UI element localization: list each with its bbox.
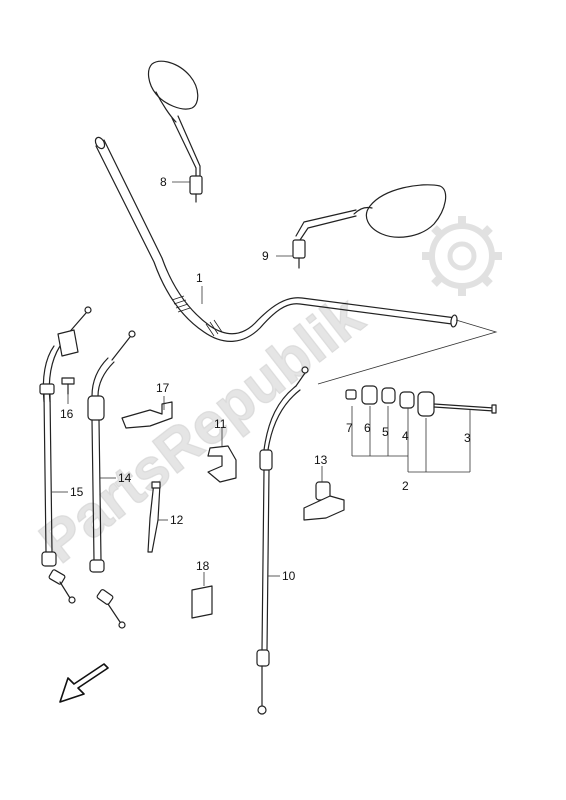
part-12-tie — [147, 481, 161, 553]
part-2-balancer-set — [317, 319, 498, 417]
part-11-clamp — [207, 445, 237, 483]
callout-3: 3 — [464, 431, 471, 445]
callout-13: 13 — [314, 453, 328, 467]
part-3-weight — [417, 391, 435, 417]
front-direction-arrow-icon — [59, 663, 109, 703]
part-8-left-mirror — [147, 60, 203, 203]
watermark-text: PartsRepublik — [28, 283, 376, 575]
part-6-spacer — [361, 385, 378, 405]
part-14-cable — [87, 330, 136, 629]
callout-14: 14 — [118, 471, 132, 485]
gear-icon — [422, 216, 502, 296]
callout-17: 17 — [156, 381, 170, 395]
part-18-label — [191, 585, 213, 619]
part-9-right-mirror — [292, 184, 447, 269]
leader-lines — [52, 181, 471, 586]
callout-10: 10 — [282, 569, 296, 583]
part-16-bolt — [61, 377, 75, 395]
callout-6: 6 — [364, 421, 371, 435]
callouts: 1 8 9 7 6 5 4 3 2 17 11 13 12 14 15 16 1… — [60, 175, 471, 583]
callout-2: 2 — [402, 479, 409, 493]
callout-18: 18 — [196, 559, 210, 573]
callout-8: 8 — [160, 175, 167, 189]
part-1-handlebar — [94, 136, 458, 342]
part-7-screw — [345, 389, 357, 400]
callout-1: 1 — [196, 271, 203, 285]
callout-4: 4 — [402, 429, 409, 443]
callout-16: 16 — [60, 407, 74, 421]
callout-15: 15 — [70, 485, 84, 499]
part-5-spacer — [381, 387, 396, 404]
callout-5: 5 — [382, 425, 389, 439]
callout-11: 11 — [214, 417, 227, 431]
part-15-cable — [39, 306, 92, 604]
part-10-cable — [256, 366, 309, 715]
callout-12: 12 — [170, 513, 184, 527]
part-4-spacer — [399, 391, 415, 409]
part-17-clamp — [121, 401, 173, 429]
callout-7: 7 — [346, 421, 353, 435]
callout-9: 9 — [262, 249, 269, 263]
part-13-holder — [303, 481, 345, 521]
